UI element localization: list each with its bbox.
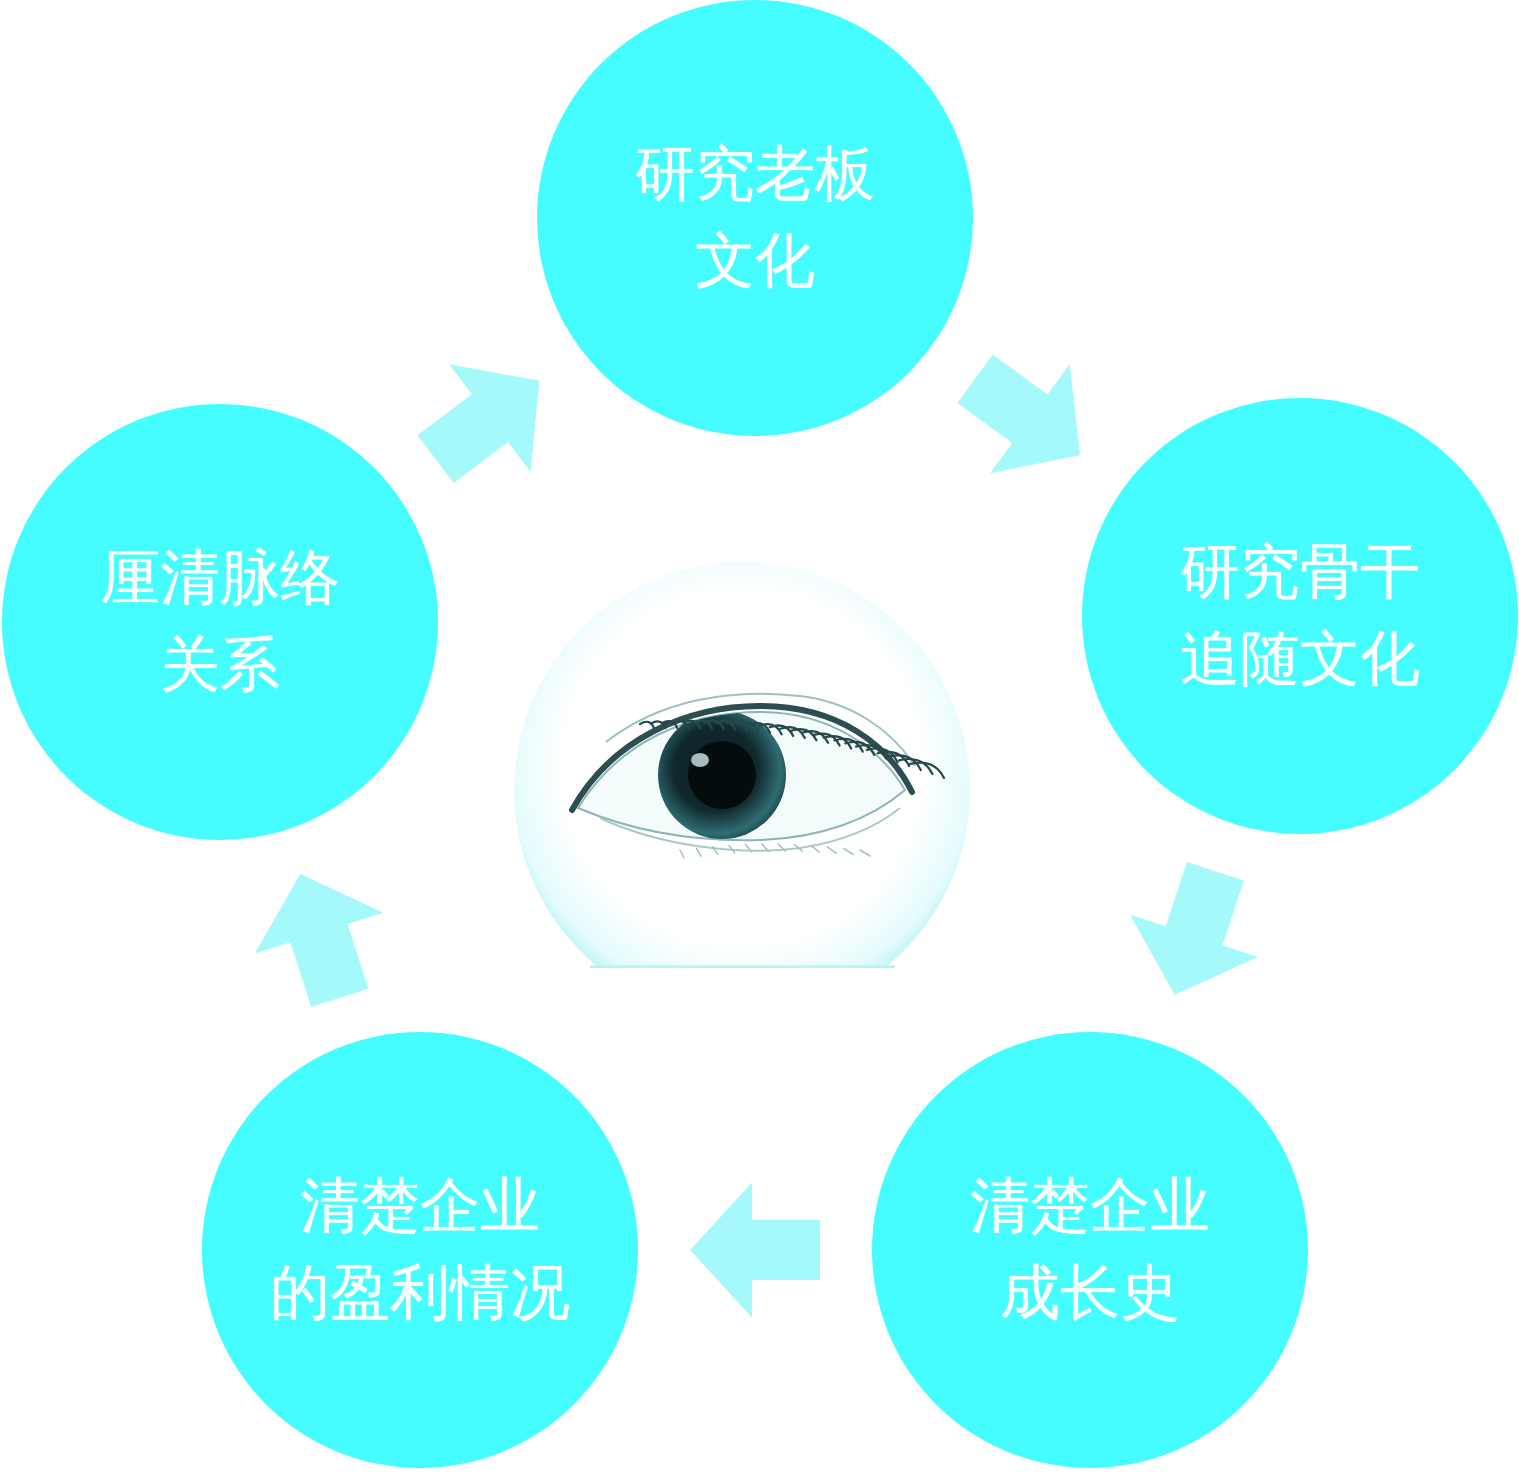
block-arrow	[690, 1183, 820, 1318]
topic-circle: 清楚企业 的盈利情况	[202, 1032, 638, 1468]
topic-label: 清楚企业 的盈利情况	[233, 1163, 608, 1337]
topic-circle: 研究老板 文化	[537, 0, 973, 436]
block-arrow	[418, 364, 540, 483]
topic-circle: 厘清脉络 关系	[2, 404, 438, 840]
block-arrow	[957, 354, 1080, 473]
topic-label: 厘清脉络 关系	[33, 535, 408, 709]
topic-label: 研究老板 文化	[568, 131, 943, 305]
block-arrow	[1130, 862, 1258, 995]
topic-circle: 研究骨干 追随文化	[1082, 398, 1518, 834]
block-arrow	[255, 874, 384, 1007]
topic-label: 清楚企业 成长史	[903, 1163, 1278, 1337]
topic-label: 研究骨干 追随文化	[1113, 529, 1488, 703]
topic-circle: 清楚企业 成长史	[872, 1032, 1308, 1468]
eye-sphere	[514, 562, 970, 968]
